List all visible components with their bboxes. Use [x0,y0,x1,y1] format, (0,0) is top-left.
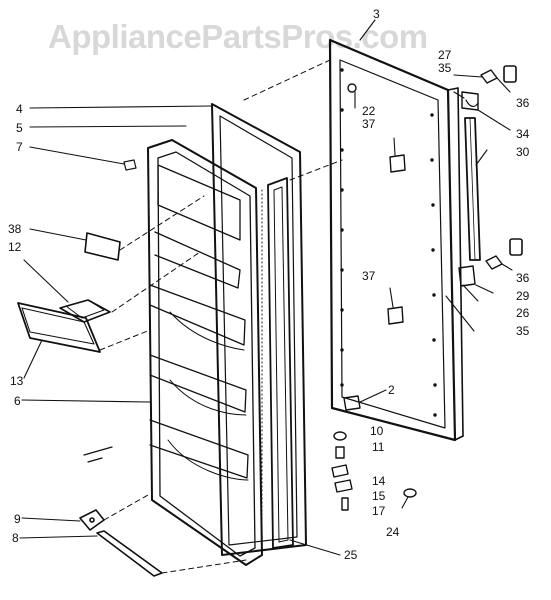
leader-lines [19,19,513,556]
callout-3: 3 [373,7,380,21]
upper-hinge-parts [461,65,517,111]
callout-8: 8 [12,531,19,545]
door-bin-13 [17,302,101,353]
lower-hinge-parts [458,238,523,287]
assembly-lines [99,59,343,574]
callout-37-upper: 37 [362,117,376,131]
callout-26: 26 [516,306,530,320]
bottom-hinge-9 [79,509,105,531]
callout-13: 13 [10,374,24,388]
callout-9: 9 [14,512,21,526]
callout-24: 24 [386,525,400,539]
callout-6: 6 [14,394,21,408]
callout-2: 2 [388,383,395,397]
callout-37-lower: 37 [362,269,376,283]
rod-8 [96,530,163,577]
callout-27: 27 [438,48,452,62]
callout-5: 5 [16,121,23,135]
callout-34: 34 [516,127,530,141]
rod-30 [464,117,481,261]
callout-25: 25 [344,548,358,562]
callout-30: 30 [516,145,530,159]
callout-22: 22 [362,104,376,118]
watermark: AppliancePartsPros.com [48,18,428,55]
outer-door-panel [328,38,464,442]
shelf-12 [59,299,111,323]
callout-11: 11 [372,440,385,454]
inner-door-liner [147,139,263,566]
callout-35-upper: 35 [438,61,452,75]
callout-7: 7 [16,140,23,154]
callout-17: 17 [372,504,386,518]
door-gasket [267,177,294,549]
callout-10: 10 [370,424,384,438]
callout-15: 15 [372,489,386,503]
callout-14: 14 [372,474,386,488]
callout-4: 4 [16,102,23,116]
callout-38: 38 [8,222,22,236]
callout-12: 12 [8,240,22,254]
callout-35-lower: 35 [516,324,530,338]
callout-36-upper: 36 [516,96,530,110]
cover-38 [84,232,121,261]
arrow-mark [83,446,113,463]
small-parts [123,83,417,511]
callout-29: 29 [516,289,530,303]
callout-36-lower: 36 [516,271,530,285]
